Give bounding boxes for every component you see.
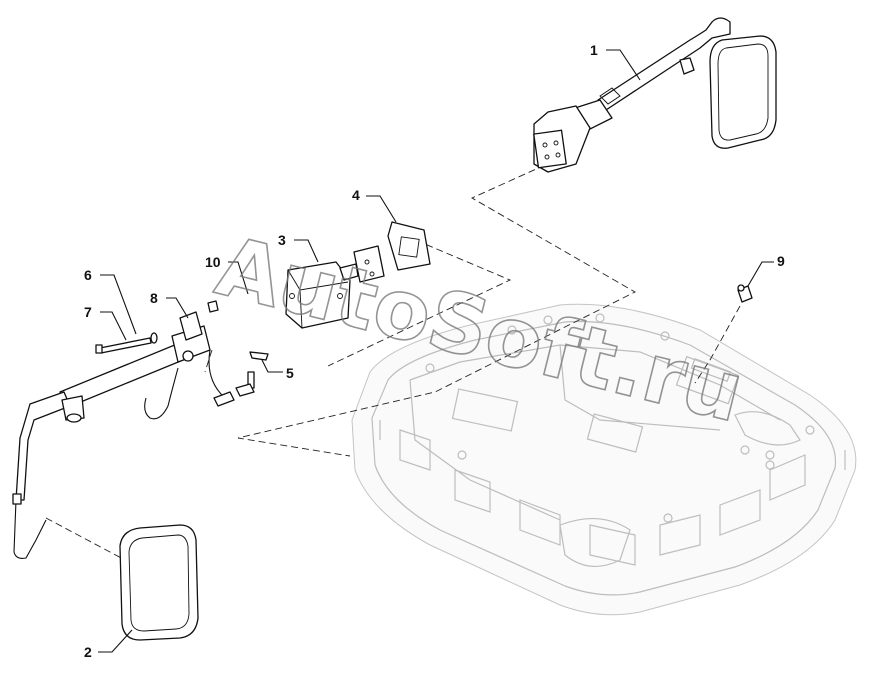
callout-7: 7	[84, 304, 92, 320]
callout-10: 10	[205, 254, 221, 270]
mirror-arm-left	[12, 300, 269, 559]
callout-2: 2	[84, 644, 92, 660]
cab-roof	[351, 303, 857, 616]
bracket-part-3	[285, 261, 351, 329]
gasket-part-4	[387, 221, 431, 271]
bulb-part-9	[737, 284, 753, 303]
mirror-head-left	[119, 524, 199, 641]
callout-4: 4	[352, 187, 360, 203]
callout-1: 1	[590, 42, 598, 58]
callout-9: 9	[777, 253, 785, 269]
callout-5: 5	[286, 365, 294, 381]
mounting-plate	[339, 245, 385, 283]
mirror-assembly-right	[533, 17, 777, 173]
callout-6: 6	[84, 267, 92, 283]
callout-leaders	[98, 49, 774, 653]
callout-3: 3	[278, 232, 286, 248]
callout-8: 8	[150, 290, 158, 306]
